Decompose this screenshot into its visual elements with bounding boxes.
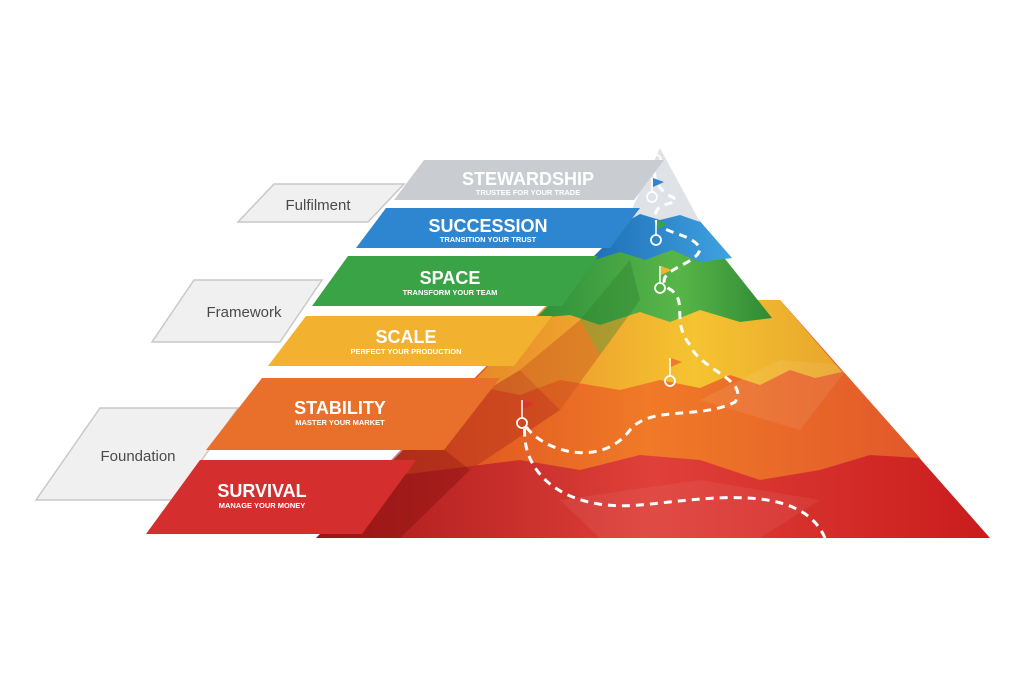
group-fulfilment: Fulfilment (236, 183, 406, 223)
level-title-space: SPACE (420, 268, 481, 288)
level-band-space (312, 256, 598, 306)
level-title-scale: SCALE (375, 327, 436, 347)
level-succession: SUCCESSION TRANSITION YOUR TRUST (356, 208, 640, 248)
level-subtitle-succession: TRANSITION YOUR TRUST (440, 235, 537, 244)
level-space: SPACE TRANSFORM YOUR TEAM (312, 256, 598, 306)
level-title-succession: SUCCESSION (428, 216, 547, 236)
group-foundation: Foundation (34, 407, 240, 501)
group-label-foundation: Foundation (100, 448, 175, 465)
level-subtitle-survival: MANAGE YOUR MONEY (219, 501, 306, 510)
level-subtitle-stewardship: TRUSTEE FOR YOUR TRADE (476, 188, 580, 197)
level-band-scale (268, 316, 552, 366)
level-subtitle-scale: PERFECT YOUR PRODUCTION (350, 347, 461, 356)
level-band-stewardship (394, 160, 664, 200)
level-survival: SURVIVAL MANAGE YOUR MONEY (146, 460, 416, 534)
level-title-stewardship: STEWARDSHIP (462, 169, 594, 189)
level-band-stability (206, 378, 500, 450)
level-subtitle-stability: MASTER YOUR MARKET (295, 418, 385, 427)
level-stability: STABILITY MASTER YOUR MARKET (206, 378, 500, 450)
level-scale: SCALE PERFECT YOUR PRODUCTION (268, 316, 552, 366)
group-label-fulfilment: Fulfilment (285, 197, 351, 214)
level-band-survival (146, 460, 416, 534)
level-stewardship: STEWARDSHIP TRUSTEE FOR YOUR TRADE (394, 160, 664, 200)
level-title-survival: SURVIVAL (217, 481, 306, 501)
level-title-stability: STABILITY (294, 398, 386, 418)
level-subtitle-space: TRANSFORM YOUR TEAM (403, 288, 498, 297)
level-band-succession (356, 208, 640, 248)
group-framework: Framework (150, 279, 324, 343)
group-label-framework: Framework (206, 304, 282, 321)
